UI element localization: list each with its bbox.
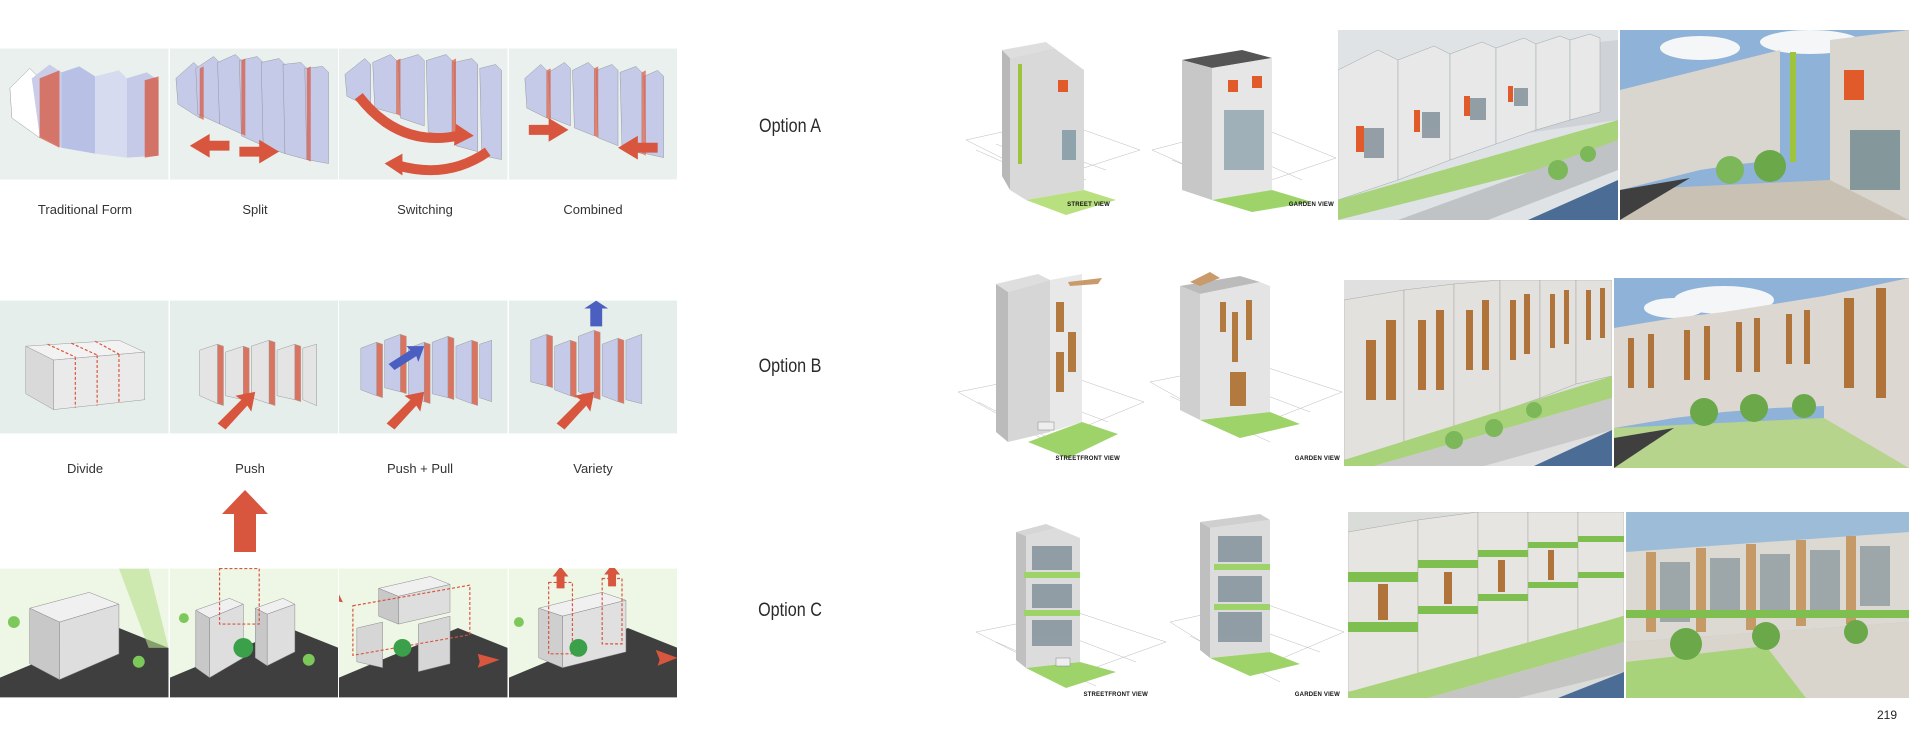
garden-view-label: GARDEN VIEW	[1294, 692, 1340, 698]
diagram-row-form	[0, 48, 678, 180]
caption-variety: Variety	[573, 461, 613, 476]
option-a-street-photo	[1620, 30, 1909, 220]
diagram-switching	[339, 48, 509, 180]
diagram-traditional-form	[0, 48, 170, 180]
diagram-row-site	[0, 568, 678, 698]
option-b-street-perspective	[1344, 280, 1612, 466]
diagram-site-courtyard	[169, 568, 339, 698]
option-a-street-view: STREET VIEW	[966, 40, 1140, 220]
option-c-garden-view: GARDEN VIEW	[1170, 512, 1344, 704]
street-view-label: STREET VIEW	[1067, 202, 1110, 208]
option-a-label: Option A	[759, 116, 821, 137]
caption-combined: Combined	[563, 202, 623, 217]
diagram-variety	[508, 300, 678, 434]
option-b-label: Option B	[758, 356, 822, 377]
caption-switching: Switching	[397, 202, 453, 217]
page-number: 219	[1876, 708, 1897, 722]
caption-split: Split	[242, 202, 268, 217]
garden-view-label: GARDEN VIEW	[1288, 202, 1334, 208]
option-c-courtyard-photo	[1626, 512, 1909, 698]
option-a-garden-view: GARDEN VIEW	[1152, 40, 1336, 220]
option-c-label: Option C	[758, 600, 822, 621]
diagram-big-arrow	[222, 490, 268, 552]
diagram-split	[169, 48, 339, 180]
option-c-street-perspective	[1348, 512, 1624, 698]
diagram-site-variety	[508, 568, 678, 698]
caption-push: Push	[235, 461, 265, 476]
streetfront-view-label: STREETFRONT VIEW	[1055, 456, 1120, 462]
caption-push-pull: Push + Pull	[386, 461, 454, 476]
diagram-divide	[0, 300, 170, 434]
caption-divide: Divide	[66, 461, 104, 476]
diagram-push-pull	[339, 300, 509, 434]
option-a-street-perspective	[1338, 30, 1618, 220]
option-b-streetfront-view: STREETFRONT VIEW	[958, 272, 1144, 468]
caption-traditional-form: Traditional Form	[37, 202, 133, 217]
diagram-row-volume	[0, 300, 678, 434]
diagram-push	[169, 300, 339, 434]
option-b-garden-view: GARDEN VIEW	[1150, 272, 1342, 468]
diagram-combined	[508, 48, 678, 180]
diagram-site-massing	[0, 568, 170, 698]
option-b-street-photo	[1614, 278, 1909, 468]
garden-view-label: GARDEN VIEW	[1294, 456, 1340, 462]
streetfront-view-label: STREETFRONT VIEW	[1083, 692, 1148, 698]
option-c-streetfront-view: STREETFRONT VIEW	[976, 512, 1166, 704]
diagram-site-pull	[339, 568, 509, 698]
